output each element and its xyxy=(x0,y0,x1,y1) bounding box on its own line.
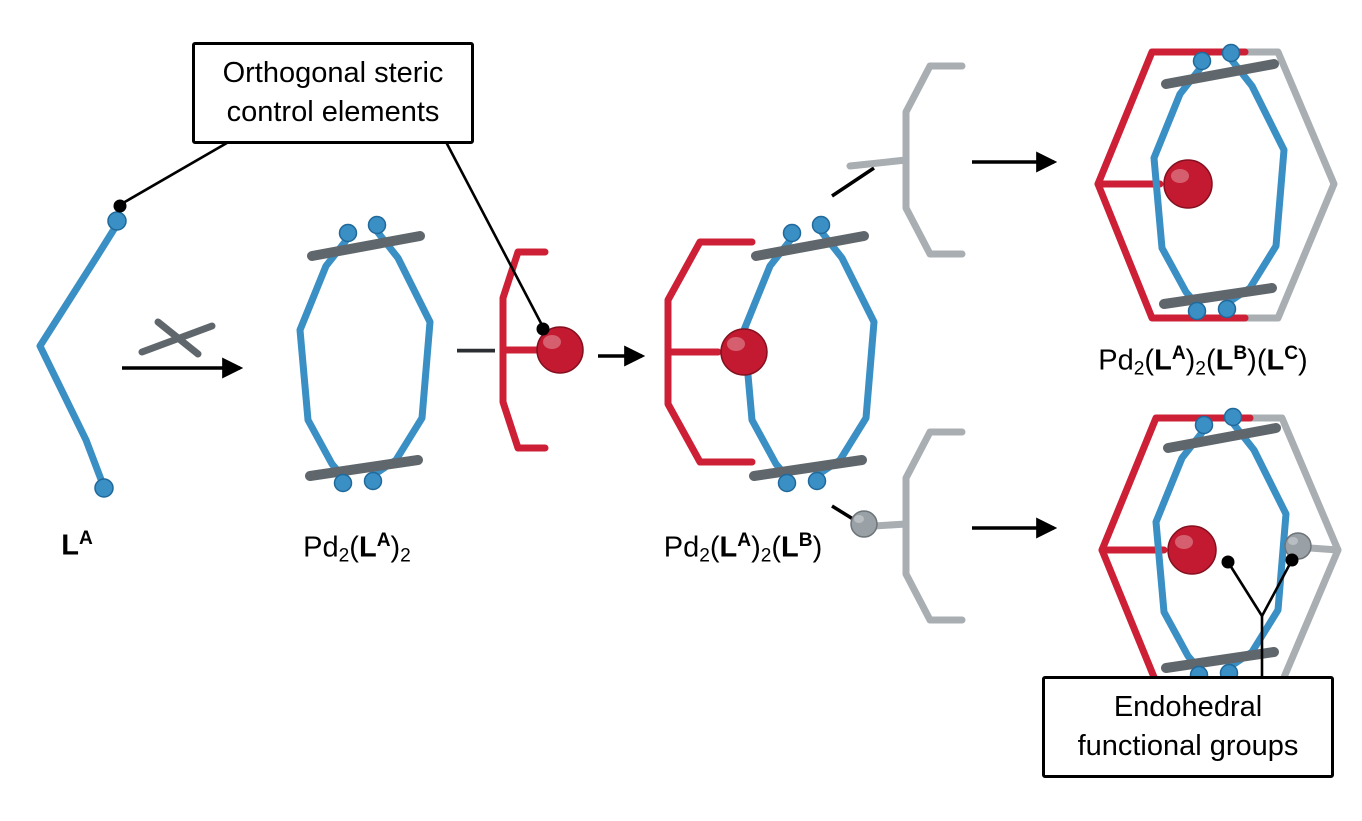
formula-part: 2 xyxy=(400,545,411,567)
sphere-highlight xyxy=(1175,535,1193,549)
formula-part: A xyxy=(376,530,391,551)
formula-part: L xyxy=(781,531,799,564)
gray-crossbar xyxy=(154,318,202,358)
sphere-highlight xyxy=(1288,537,1298,545)
ligand-terminus-ball xyxy=(94,478,114,498)
ligand-lb-graphic xyxy=(499,248,584,452)
formula-part: 2 xyxy=(1133,358,1145,380)
gray-ligand-strand xyxy=(902,62,966,258)
sphere-highlight xyxy=(727,337,745,351)
formula-part: B xyxy=(1233,343,1248,364)
sphere-highlight xyxy=(543,335,561,349)
formula-part: L xyxy=(1266,344,1285,377)
callout-steric: Orthogonal steric control elements xyxy=(192,42,474,145)
ligand-la-graphic xyxy=(36,211,127,498)
cage-pd2la2lblc-graphic xyxy=(1094,45,1338,322)
callout-steric-line2: control elements xyxy=(226,96,440,129)
cage-bottom-product-graphic xyxy=(1098,409,1342,684)
gray-attachment-bar xyxy=(846,156,910,170)
red-endohedral-sphere xyxy=(720,328,768,376)
formula-part: A xyxy=(737,530,752,551)
label-cage-pd2la2: Pd2(LA)2 xyxy=(303,530,411,567)
formula-part: B xyxy=(798,530,813,551)
formula-part: 2 xyxy=(338,545,350,567)
branch-line-top xyxy=(831,166,875,198)
formula-part: Pd xyxy=(303,531,339,564)
formula-part: ) xyxy=(1185,344,1196,377)
red-endohedral-sphere xyxy=(1163,159,1213,209)
formula-part: ) xyxy=(812,531,823,564)
formula-part: A xyxy=(78,528,93,549)
callout-line xyxy=(443,139,545,328)
blue-ligand-strand xyxy=(36,222,120,486)
formula-part: Pd xyxy=(663,531,700,564)
formula-part: ( xyxy=(709,531,720,564)
red-endohedral-sphere xyxy=(1167,525,1217,575)
ligand-terminus-ball xyxy=(107,211,127,231)
gray-endohedral-sphere xyxy=(850,510,878,538)
formula-part: 2 xyxy=(699,545,710,567)
formula-part: C xyxy=(1284,343,1299,364)
callout-dot xyxy=(113,199,127,213)
gray-ligand-strand xyxy=(902,428,966,624)
callout-endohedral-line1: Endohedral xyxy=(1113,691,1263,723)
callout-line xyxy=(122,138,233,205)
ligand-ld-graphic xyxy=(850,428,966,624)
cage-pd2la2lb-graphic xyxy=(664,217,874,492)
formula-part: A xyxy=(1171,343,1186,364)
formula-part: ) xyxy=(751,531,761,564)
endohedral-callout-connectors xyxy=(1221,553,1299,678)
gray-attachment-bar xyxy=(1306,544,1342,554)
callout-line xyxy=(1260,559,1294,617)
formula-part: ( xyxy=(1205,344,1216,377)
formula-part: L xyxy=(719,531,738,564)
formula-part: L xyxy=(1215,344,1234,377)
callout-dot xyxy=(1221,555,1235,569)
label-ligand-a: LA xyxy=(61,528,93,563)
callout-steric-line1: Orthogonal steric xyxy=(222,57,444,89)
formula-part: ( xyxy=(771,531,782,564)
gray-ligand-strand xyxy=(1196,48,1338,322)
formula-part: L xyxy=(61,529,79,562)
formula-part: ( xyxy=(1144,344,1155,377)
ligand-lc-graphic xyxy=(846,62,966,258)
callout-endohedral-line2: functional groups xyxy=(1077,730,1299,763)
formula-part: ) xyxy=(1247,344,1257,377)
callout-dot xyxy=(1285,553,1299,567)
formula-part: ) xyxy=(390,531,401,564)
separator-dash: — xyxy=(457,328,495,370)
sphere-highlight xyxy=(1171,169,1189,183)
steric-callout-connectors xyxy=(113,138,550,336)
reaction-step-1 xyxy=(122,318,244,379)
label-cage-pd2la2lblc: Pd2(LA)2(LB)(LC) xyxy=(1098,343,1307,380)
formula-part: 2 xyxy=(1195,358,1206,380)
callout-dot xyxy=(536,322,550,336)
cage-pd2la2-graphic xyxy=(300,217,430,492)
callout-endohedral: Endohedral functional groups xyxy=(1042,676,1334,779)
formula-part: ( xyxy=(1256,344,1267,377)
formula-part: ) xyxy=(1298,344,1308,377)
callout-line xyxy=(1226,561,1264,617)
sphere-highlight xyxy=(854,515,864,523)
formula-part: 2 xyxy=(760,545,772,567)
formula-part: L xyxy=(358,531,377,564)
formula-part: ( xyxy=(349,531,359,564)
formula-part: Pd xyxy=(1098,344,1134,377)
formula-part: L xyxy=(1154,344,1172,377)
gray-attachment-bar xyxy=(870,520,910,530)
red-endohedral-sphere xyxy=(536,326,584,374)
label-cage-pd2la2lb: Pd2(LA)2(LB) xyxy=(664,530,823,567)
